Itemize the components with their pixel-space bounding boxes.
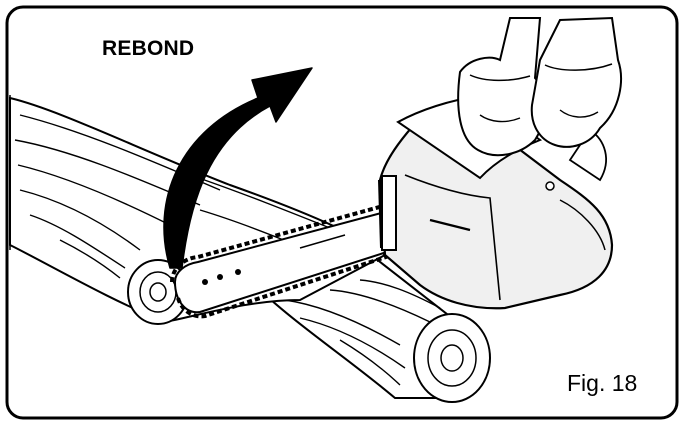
curved-arrow-icon	[163, 67, 313, 269]
gloved-hands-icon	[457, 16, 622, 157]
warning-label: REBOND	[102, 37, 195, 60]
figure-label: Fig. 18	[567, 370, 638, 396]
